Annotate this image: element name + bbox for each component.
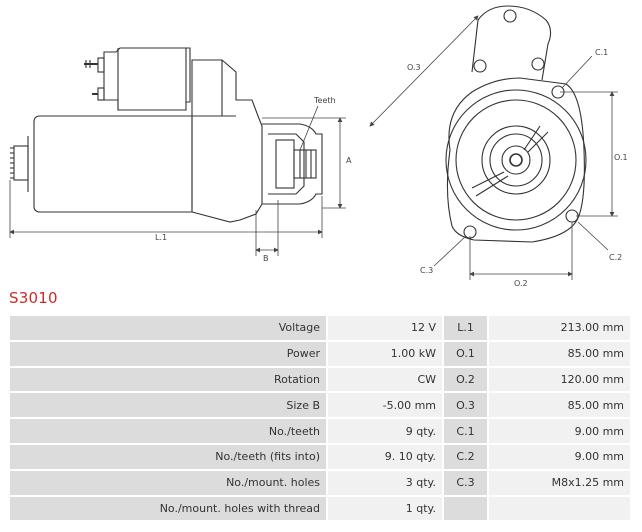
spec-value: CW	[328, 367, 442, 392]
starter-technical-drawing: Teeth A B L.1	[9, 5, 628, 288]
spec-label: Power	[10, 341, 326, 366]
dimension-value: 120.00 mm	[489, 367, 630, 392]
dimension-A-label: A	[346, 156, 352, 165]
spec-value: 12 V	[328, 316, 442, 340]
dimension-B-label: B	[263, 254, 269, 263]
spec-value: 9. 10 qty.	[328, 444, 442, 469]
table-row: Voltage 12 V L.1 213.00 mm	[10, 316, 630, 340]
dimension-value: 85.00 mm	[489, 393, 630, 418]
dimension-code: C.1	[444, 419, 487, 443]
dimension-value: M8x1.25 mm	[489, 470, 630, 495]
side-view	[10, 47, 323, 223]
specifications-table: Voltage 12 V L.1 213.00 mm Power 1.00 kW…	[8, 314, 632, 522]
dimension-O3-label: O.3	[407, 63, 421, 72]
dimension-O2-label: O.2	[514, 279, 528, 288]
spec-value: -5.00 mm	[328, 393, 442, 418]
dimension-value: 9.00 mm	[489, 444, 630, 469]
dimension-value	[489, 496, 630, 521]
part-number-title: S3010	[9, 289, 58, 307]
spec-label: No./teeth	[10, 419, 326, 443]
spec-value: 1 qty.	[328, 496, 442, 521]
table-row: No./mount. holes 3 qty. C.3 M8x1.25 mm	[10, 470, 630, 495]
dimension-code: C.3	[444, 470, 487, 495]
table-row: Rotation CW O.2 120.00 mm	[10, 367, 630, 392]
table-row: Power 1.00 kW O.1 85.00 mm	[10, 341, 630, 366]
dimension-value: 85.00 mm	[489, 341, 630, 366]
table-row: No./teeth 9 qty. C.1 9.00 mm	[10, 419, 630, 443]
dimension-L1-label: L.1	[155, 233, 167, 242]
dimension-C1-label: C.1	[595, 48, 608, 57]
dimension-code: L.1	[444, 316, 487, 340]
spec-label: No./teeth (fits into)	[10, 444, 326, 469]
side-dimensions	[9, 105, 346, 256]
spec-label: Rotation	[10, 367, 326, 392]
spec-label: Voltage	[10, 316, 326, 340]
teeth-label: Teeth	[313, 96, 336, 105]
dimension-value: 9.00 mm	[489, 419, 630, 443]
front-view	[445, 5, 587, 243]
dimension-value: 213.00 mm	[489, 316, 630, 340]
dimension-O1-label: O.1	[614, 153, 628, 162]
spec-value: 1.00 kW	[328, 341, 442, 366]
front-dimensions	[369, 15, 618, 280]
dimension-code: O.3	[444, 393, 487, 418]
dimension-code: O.1	[444, 341, 487, 366]
dimension-C2-label: C.2	[609, 253, 622, 262]
dimension-C3-label: C.3	[420, 266, 433, 275]
spec-label: Size B	[10, 393, 326, 418]
spec-value: 9 qty.	[328, 419, 442, 443]
dimension-code	[444, 496, 487, 521]
table-row: No./mount. holes with thread 1 qty.	[10, 496, 630, 521]
dimension-code: O.2	[444, 367, 487, 392]
spec-label: No./mount. holes with thread	[10, 496, 326, 521]
dimension-code: C.2	[444, 444, 487, 469]
table-row: No./teeth (fits into) 9. 10 qty. C.2 9.0…	[10, 444, 630, 469]
spec-label: No./mount. holes	[10, 470, 326, 495]
spec-value: 3 qty.	[328, 470, 442, 495]
table-row: Size B -5.00 mm O.3 85.00 mm	[10, 393, 630, 418]
